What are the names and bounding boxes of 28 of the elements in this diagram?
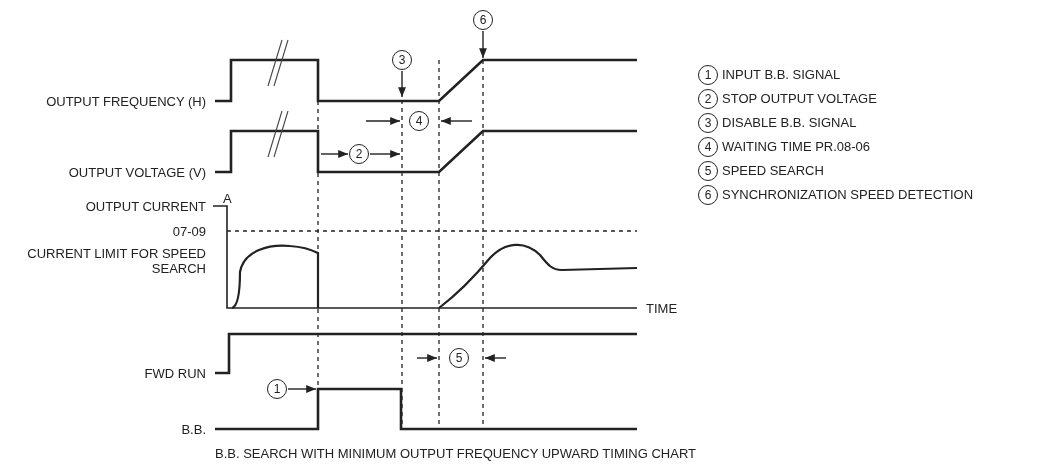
callout-number: 6 [473,10,493,30]
callout-number: 5 [698,161,718,181]
callout-number: 4 [409,111,429,131]
callout-number: 6 [698,185,718,205]
callout-number: 4 [698,137,718,157]
axis-label: TIME [646,301,678,316]
signal-label: B.B. [180,422,206,437]
signal-label: OUTPUT FREQUENCY (H) [45,94,206,109]
legend-text: SYNCHRONIZATION SPEED DETECTION [722,187,974,202]
callout-number: 3 [392,50,412,70]
callout-number: 5 [449,348,469,368]
legend-text: DISABLE B.B. SIGNAL [722,115,857,130]
level-label: 07-09 [171,224,206,239]
callout-number: 3 [698,113,718,133]
legend-text: SPEED SEARCH [722,163,824,178]
callout-number: 1 [267,379,287,399]
callout-number: 2 [349,144,369,164]
legend-text: WAITING TIME PR.08-06 [722,139,871,154]
axis-label: A [223,191,232,206]
signal-label: FWD RUN [143,366,206,381]
caption: B.B. SEARCH WITH MINIMUM OUTPUT FREQUENCY UPWARD TIMING CHART [215,446,697,461]
callout-number: 1 [698,65,718,85]
legend-text: INPUT B.B. SIGNAL [722,67,841,82]
signal-label: OUTPUT CURRENT [84,199,206,214]
legend-text: STOP OUTPUT VOLTAGE [722,91,877,106]
signal-label: CURRENT LIMIT FOR SPEED SEARCH [26,246,206,276]
callout-number: 2 [698,89,718,109]
signal-label: OUTPUT VOLTAGE (V) [67,165,206,180]
